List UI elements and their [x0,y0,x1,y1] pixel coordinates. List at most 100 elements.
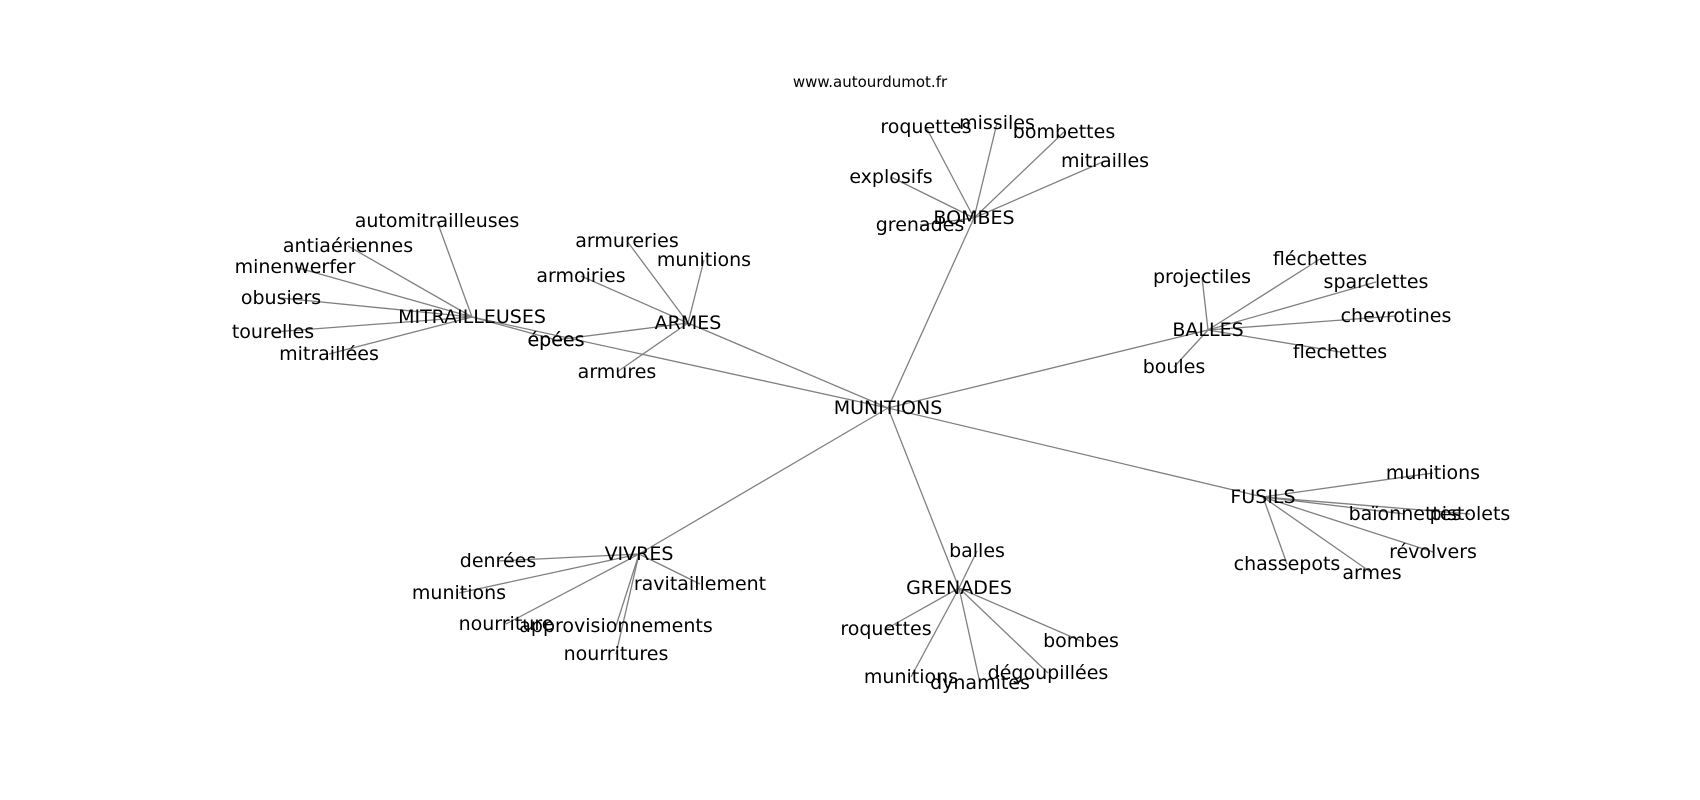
leaf-node-0-5[interactable]: grenades [876,214,964,236]
edge-hub-2-leaf-4 [616,322,689,373]
leaf-node-3-5[interactable]: boules [1143,356,1206,378]
edge-hub-3-leaf-2 [1207,281,1377,331]
graph-edges [272,122,1471,684]
center-node[interactable]: MUNITIONS [834,397,943,419]
leaf-node-1-0[interactable]: automitrailleuses [355,210,520,232]
leaf-node-0-4[interactable]: explosifs [849,166,932,188]
leaf-node-0-2[interactable]: bombettes [1013,121,1115,143]
hub-node-5[interactable]: VIVRES [605,543,674,565]
edge-hub-1-leaf-2 [294,266,473,318]
edge-hub-1-leaf-6 [471,316,557,341]
edge-hub-6-leaf-0 [958,550,978,589]
hub-node-3[interactable]: BALLES [1172,319,1243,341]
edge-hub-5-leaf-2 [638,553,701,585]
edge-hub-4-leaf-2 [1262,496,1471,515]
edge-hub-3-leaf-0 [1201,276,1209,331]
edge-hub-5-leaf-3 [505,553,640,625]
edge-hub-5-leaf-1 [458,553,640,594]
edge-hub-0-leaf-4 [890,176,975,219]
edge-hub-6-leaf-2 [958,587,1082,642]
edge-hub-3-leaf-5 [1173,329,1209,368]
leaf-node-2-3[interactable]: épées [527,329,584,351]
edge-hub-3-leaf-3 [1207,315,1397,331]
edge-hub-0-leaf-2 [973,131,1065,219]
edge-hub-4-leaf-4 [1262,496,1373,574]
leaf-node-1-6[interactable]: épées [527,329,584,351]
leaf-node-0-3[interactable]: mitrailles [1061,150,1149,172]
leaf-node-2-4[interactable]: armures [578,361,657,383]
edge-hub-1-leaf-5 [328,316,473,355]
hub-node-0[interactable]: BOMBES [933,207,1014,229]
leaf-node-3-4[interactable]: flechettes [1293,341,1387,363]
leaf-node-5-1[interactable]: munitions [412,582,506,604]
edge-hub-2-leaf-1 [687,259,705,324]
edge-center-to-hub-2 [687,322,889,409]
edge-hub-0-leaf-3 [973,160,1106,219]
leaf-node-2-1[interactable]: munitions [657,249,751,271]
edge-hub-6-leaf-3 [910,587,960,678]
edge-hub-0-leaf-5 [919,217,975,226]
leaf-node-3-1[interactable]: fléchettes [1273,248,1367,270]
leaf-node-3-0[interactable]: projectiles [1153,266,1251,288]
leaf-node-5-3[interactable]: nourriture [459,613,554,635]
leaf-node-6-2[interactable]: bombes [1043,630,1119,652]
leaf-node-5-5[interactable]: nourritures [564,643,669,665]
leaf-node-4-3[interactable]: révolvers [1389,541,1477,563]
edge-hub-5-leaf-0 [497,553,640,562]
leaf-node-4-1[interactable]: baïonnettes [1349,503,1462,525]
edge-center-to-hub-0 [887,217,975,409]
edge-hub-4-leaf-5 [1262,496,1288,565]
edge-center-to-hub-3 [887,329,1209,409]
edge-center-to-hub-4 [887,407,1264,498]
leaf-node-5-2[interactable]: ravitaillement [634,573,766,595]
leaf-node-2-0[interactable]: armureries [575,230,678,252]
hub-node-4[interactable]: FUSILS [1230,486,1295,508]
graph-labels: MUNITIONSBOMBESroquettesmissilesbombette… [232,112,1511,694]
leaf-node-1-3[interactable]: obusiers [241,287,321,309]
leaf-node-2-2[interactable]: armoiries [536,265,625,287]
leaf-node-3-2[interactable]: sparclettes [1324,271,1429,293]
edge-hub-4-leaf-3 [1262,496,1434,553]
leaf-node-1-5[interactable]: mitraillées [279,343,379,365]
edge-hub-6-leaf-1 [885,587,960,630]
hub-node-1[interactable]: MITRAILLEUSES [398,306,546,328]
edge-hub-6-leaf-5 [958,587,1049,674]
leaf-node-4-4[interactable]: armes [1342,562,1401,584]
source-label: www.autourdumot.fr [793,73,948,91]
edge-hub-6-leaf-4 [958,587,981,684]
edge-center-to-hub-1 [471,316,889,409]
leaf-node-1-2[interactable]: minenwerfer [235,256,356,278]
edge-hub-1-leaf-4 [272,316,473,333]
leaf-node-0-1[interactable]: missiles [959,112,1035,134]
edge-hub-4-leaf-0 [1262,472,1434,498]
leaf-node-6-0[interactable]: balles [949,540,1005,562]
leaf-node-6-5[interactable]: dégoupillées [988,662,1109,684]
hub-node-2[interactable]: ARMES [655,312,722,334]
leaf-node-4-0[interactable]: munitions [1386,462,1480,484]
edge-hub-1-leaf-3 [280,297,473,318]
leaf-node-6-1[interactable]: roquettes [840,618,931,640]
hub-node-6[interactable]: GRENADES [906,577,1012,599]
leaf-node-5-0[interactable]: denrées [460,550,536,572]
leaf-node-6-4[interactable]: dynamites [930,672,1030,694]
leaf-node-3-3[interactable]: chevrotines [1341,305,1452,327]
leaf-node-1-1[interactable]: antiaériennes [283,235,413,257]
edge-hub-2-leaf-0 [626,240,689,324]
edge-hub-3-leaf-4 [1207,329,1341,353]
edge-hub-0-leaf-1 [973,122,998,219]
leaf-node-1-4[interactable]: tourelles [232,321,314,343]
edge-hub-4-leaf-1 [1262,496,1406,515]
leaf-node-4-2[interactable]: pistolets [1430,503,1511,525]
leaf-node-4-5[interactable]: chassepots [1234,553,1341,575]
leaf-node-6-3[interactable]: munitions [864,666,958,688]
edge-hub-1-leaf-1 [347,245,473,318]
edge-hub-3-leaf-1 [1207,258,1321,331]
leaf-node-5-4[interactable]: approvisionnements [519,615,712,637]
edge-hub-2-leaf-2 [580,275,689,324]
edge-center-to-hub-6 [887,407,960,589]
edge-hub-2-leaf-3 [555,322,689,341]
edge-hub-5-leaf-4 [615,553,640,627]
edge-center-to-hub-5 [638,407,889,555]
leaf-node-0-0[interactable]: roquettes [880,116,971,138]
